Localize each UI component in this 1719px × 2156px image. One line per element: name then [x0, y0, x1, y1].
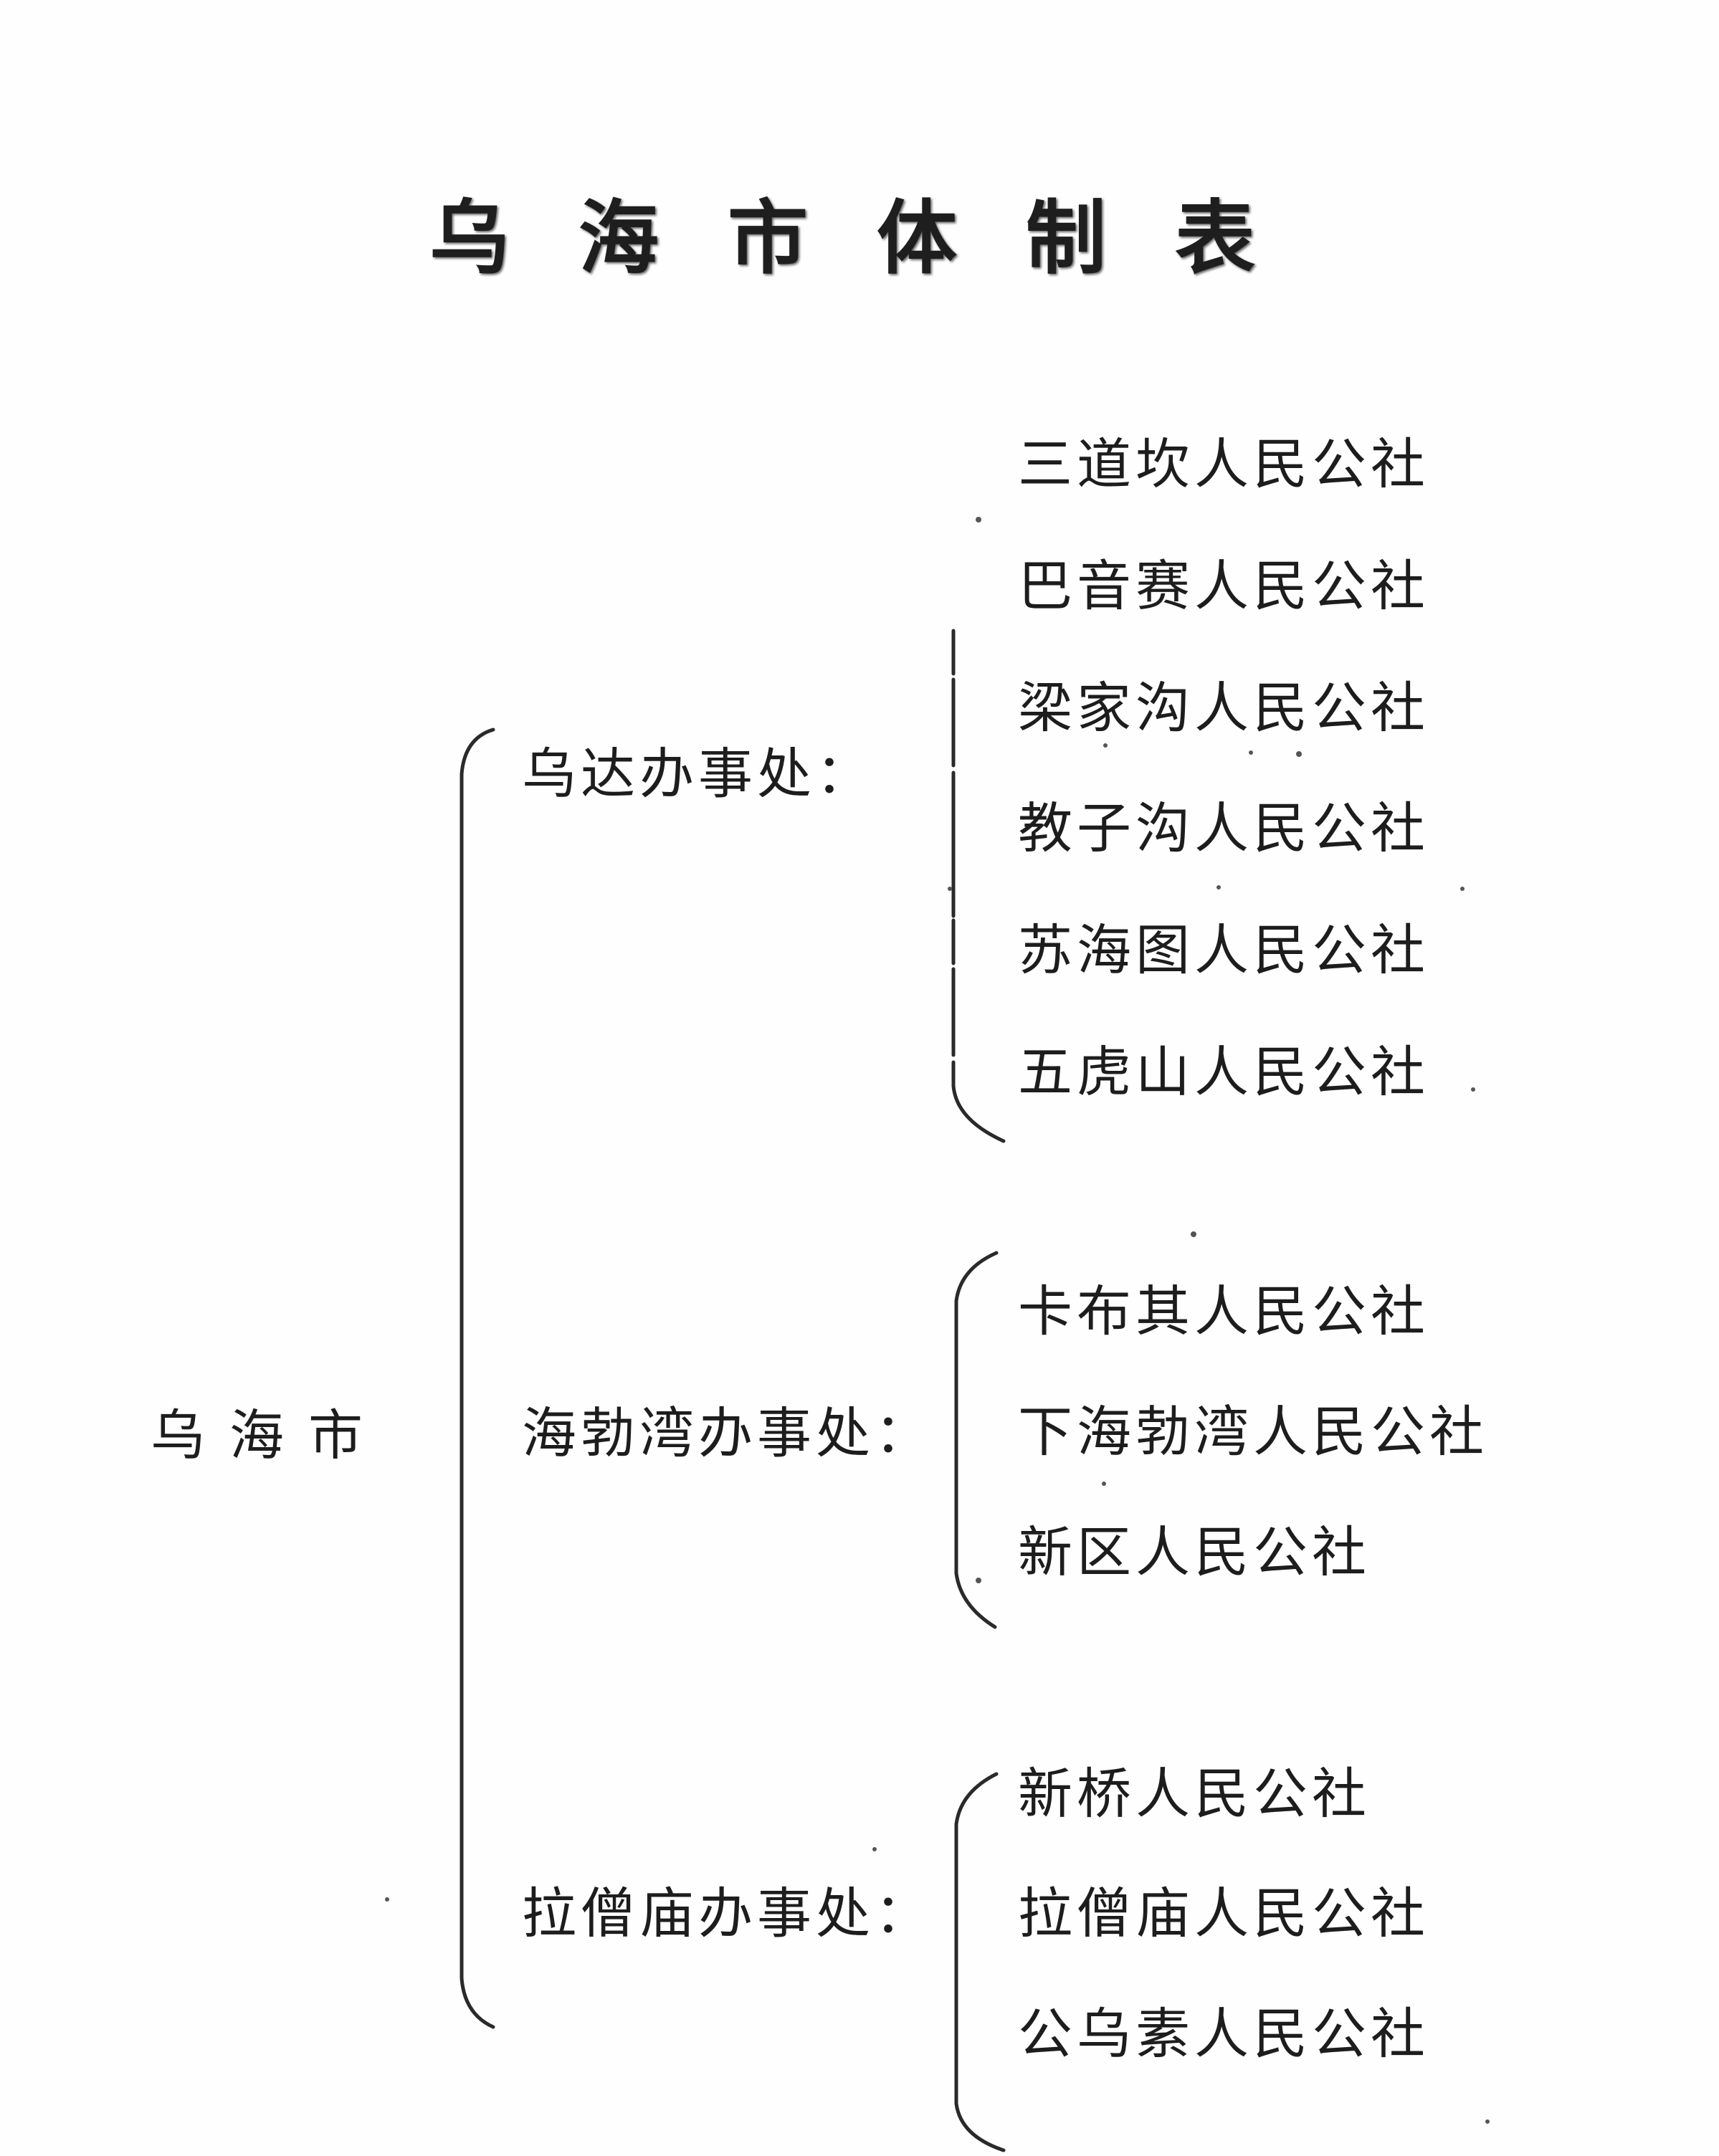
scan-speck: [1216, 885, 1221, 889]
scan-speck: [385, 1897, 389, 1902]
commune-label: 拉僧庙人民公社: [1018, 1881, 1429, 1945]
office-label-haibowan: 海勃湾办事处：: [522, 1401, 933, 1465]
scan-speck: [1460, 887, 1465, 891]
scan-speck: [872, 1847, 877, 1851]
office-brace-wuda: [951, 629, 1006, 1143]
commune-label: 公乌素人民公社: [1018, 2002, 1429, 2066]
office-label-wuda: 乌达办事处：: [522, 742, 875, 806]
scan-speck: [1103, 743, 1108, 748]
office-brace-lasengmiao: [954, 1772, 1006, 2152]
scan-speck: [1296, 751, 1302, 757]
office-brace-haibowan: [954, 1251, 999, 1629]
scan-speck: [1102, 1482, 1106, 1486]
commune-label: 新区人民公社: [1018, 1520, 1371, 1584]
commune-label: 新桥人民公社: [1018, 1762, 1371, 1826]
scan-speck: [948, 887, 952, 891]
commune-label: 梁家沟人民公社: [1018, 676, 1429, 740]
scan-speck: [976, 1578, 981, 1583]
root-city-label: 乌海市: [151, 1403, 387, 1467]
document-title: 乌海市体制表: [429, 191, 1324, 285]
commune-label: 教子沟人民公社: [1018, 796, 1429, 860]
commune-label: 五虎山人民公社: [1018, 1040, 1429, 1104]
commune-label: 苏海图人民公社: [1018, 918, 1429, 982]
main-brace: [459, 728, 495, 2029]
commune-label: 卡布其人民公社: [1018, 1279, 1429, 1343]
office-label-lasengmiao: 拉僧庙办事处：: [522, 1881, 933, 1945]
commune-label: 三道坎人民公社: [1018, 432, 1429, 496]
commune-label: 巴音赛人民公社: [1018, 554, 1429, 618]
scan-speck: [1471, 1087, 1475, 1092]
commune-label: 下海勃湾人民公社: [1018, 1400, 1488, 1464]
scan-speck: [1249, 750, 1253, 755]
scan-speck: [976, 517, 981, 523]
scan-speck: [1485, 2119, 1490, 2124]
scan-speck: [1191, 1231, 1196, 1237]
